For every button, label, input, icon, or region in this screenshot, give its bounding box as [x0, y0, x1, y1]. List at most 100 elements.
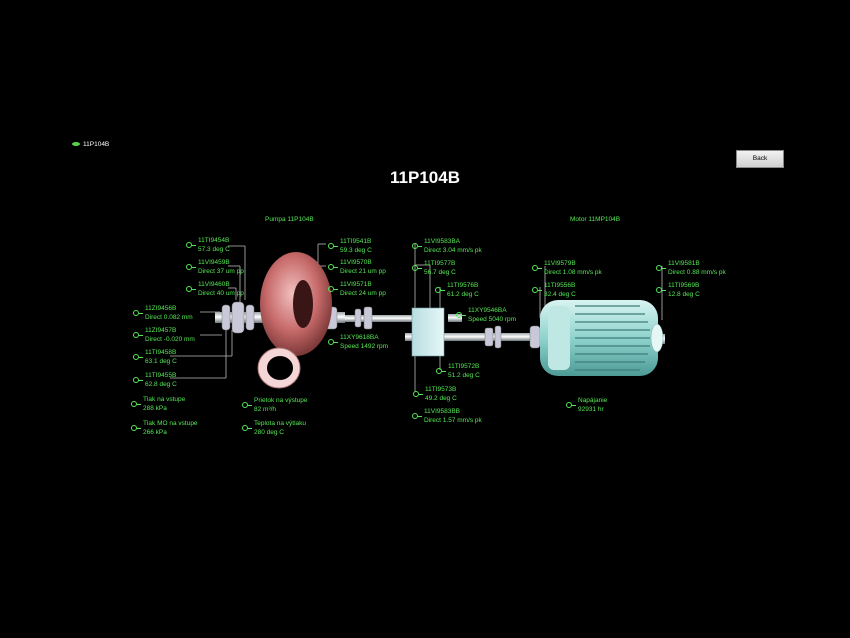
tag-id: 11VI9583BB — [424, 408, 461, 415]
tag-circle-icon — [131, 425, 141, 431]
tag-circle-icon — [328, 243, 338, 249]
section-label-pump: Pumpa 11P104B — [265, 216, 314, 223]
tag-circle-icon — [412, 243, 422, 249]
tag-id: 11TI9458B — [145, 349, 177, 356]
tag-value: 51.2 deg C — [448, 371, 480, 379]
tag-value: Direct 0.082 mm — [145, 313, 193, 321]
tag-value: 32.4 deg C — [544, 290, 576, 298]
tag-circle-icon — [566, 402, 576, 408]
tag-value: 61.2 deg C — [447, 290, 479, 298]
tag-value: Direct 21 um pp — [340, 267, 386, 275]
tag-id: 11TI9556B — [544, 282, 576, 289]
tag-value: Speed 1492 rpm — [340, 342, 389, 350]
tag-value: Direct 37 um pp — [198, 267, 244, 275]
tag-value: 12.8 deg C — [668, 290, 700, 298]
tag-id: Tlak na vstupe — [143, 396, 186, 403]
tag-id: 11XY9546BA — [468, 307, 507, 314]
tag-value: 266 kPa — [143, 428, 167, 436]
section-label-motor: Motor 11MP104B — [570, 216, 621, 223]
tag-circle-icon — [186, 264, 196, 270]
tag-circle-icon — [435, 287, 445, 293]
tag-circle-icon — [133, 377, 143, 383]
tag-value: 63.1 deg C — [145, 357, 177, 365]
tag-circle-icon — [242, 425, 252, 431]
tag-circle-icon — [328, 339, 338, 345]
tag-id: 11VI9570B — [340, 259, 372, 266]
tag-id: 11VI9581B — [668, 260, 700, 267]
tag-circle-icon — [456, 312, 466, 318]
tag-id: 11VI9459B — [198, 259, 230, 266]
tag-id: 11ZI9456B — [145, 305, 177, 312]
tag-value: 59.3 deg C — [340, 246, 372, 254]
tag-circle-icon — [413, 391, 423, 397]
tag-id: 11TI9576B — [447, 282, 479, 289]
back-button[interactable]: Back — [736, 150, 784, 168]
tag-circle-icon — [133, 354, 143, 360]
tag-id: Tlak MO na vstupe — [143, 420, 198, 427]
tag-value: Direct 3.04 mm/s pk — [424, 246, 482, 254]
tag-value: Direct -0.020 mm — [145, 335, 195, 343]
tag-id: 11VI9571B — [340, 281, 372, 288]
tag-id: 11VI9579B — [544, 260, 576, 267]
tag-value: 288 kPa — [143, 404, 167, 412]
tag-value: 57.3 deg C — [198, 245, 230, 253]
tag-id: Prietok na výstupe — [254, 397, 308, 404]
tag-value: Direct 1.08 mm/s pk — [544, 268, 602, 276]
page-title: 11P104B — [390, 168, 460, 187]
legend-dot-icon — [72, 142, 80, 147]
tag-circle-icon — [436, 368, 446, 374]
tag-id: 11ZI9457B — [145, 327, 177, 334]
tag-value: 92931 hr — [578, 405, 604, 413]
tag-value: 56.7 deg C — [424, 268, 456, 276]
tag-circle-icon — [328, 286, 338, 292]
tag-id: Napájanie — [578, 397, 608, 404]
tag-id: 11TI9572B — [448, 363, 480, 370]
tag-id: 11TI9569B — [668, 282, 700, 289]
tag-circle-icon — [133, 310, 143, 316]
tag-circle-icon — [412, 413, 422, 419]
tag-id: Teplota na výtlaku — [254, 420, 307, 427]
tag-circle-icon — [328, 264, 338, 270]
tag-value: 62.8 deg C — [145, 380, 177, 388]
legend: 11P104B — [72, 141, 109, 148]
tag-circle-icon — [532, 287, 542, 293]
tag-value: Direct 24 um pp — [340, 289, 386, 297]
tag-id: 11TI9541B — [340, 238, 372, 245]
tag-circle-icon — [186, 242, 196, 248]
tag-value: Direct 1.57 mm/s pk — [424, 416, 482, 424]
tag-circle-icon — [532, 265, 542, 271]
tag-circle-icon — [656, 265, 666, 271]
tag-value: 280 deg C — [254, 428, 284, 436]
tag-value: Direct 40 um pp — [198, 289, 244, 297]
tag-circle-icon — [412, 265, 422, 271]
tag-circle-icon — [656, 287, 666, 293]
